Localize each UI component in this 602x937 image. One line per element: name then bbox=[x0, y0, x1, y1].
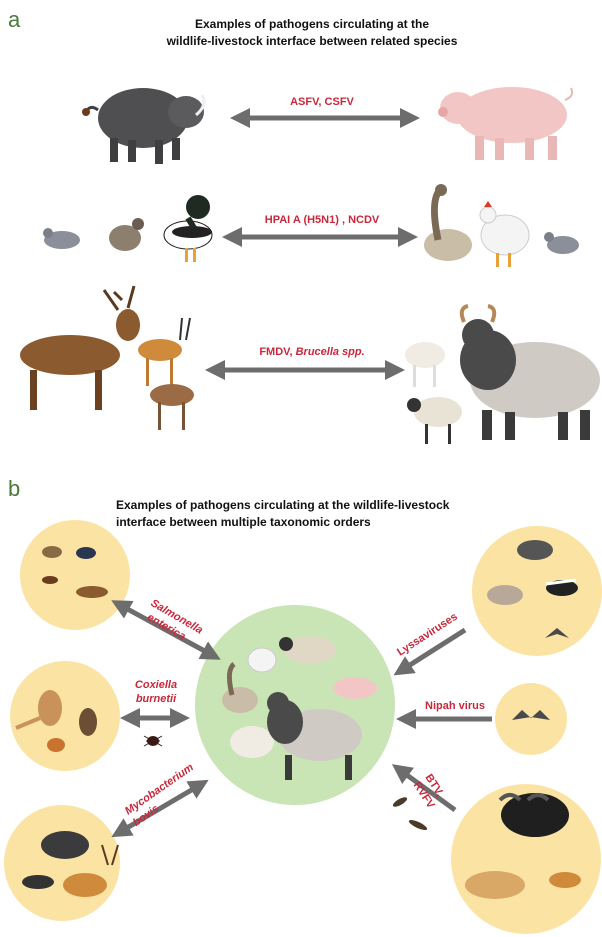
suids-cervids-circle bbox=[4, 805, 120, 921]
coxiella-line2: burnetii bbox=[136, 693, 177, 705]
row3-pathogen-plain: FMDV, bbox=[259, 346, 295, 358]
mycobacterium-label: Mycobacterium bovis bbox=[123, 761, 204, 829]
rodents-birds-circle bbox=[20, 520, 130, 630]
panel-a-title-line1: Examples of pathogens circulating at the bbox=[195, 17, 429, 31]
panel-b-title-line2: interface between multiple taxonomic ord… bbox=[116, 515, 371, 529]
livestock-ungulates-illustration bbox=[405, 306, 600, 444]
wild-ungulates-illustration bbox=[20, 286, 194, 430]
coxiella-line1: Coxiella bbox=[135, 679, 177, 691]
fruit-bat-circle bbox=[495, 683, 567, 755]
panel-b-letter: b bbox=[8, 476, 20, 501]
row2-pathogen-label: HPAI A (H5N1) , NCDV bbox=[265, 214, 380, 226]
panel-a-title-line2: wildlife-livestock interface between rel… bbox=[166, 34, 458, 48]
nipah-label: Nipah virus bbox=[425, 700, 485, 712]
salmonella-label: Salmonella enterica bbox=[142, 597, 205, 649]
tick-illustration bbox=[144, 736, 162, 746]
marsupials-primates-circle bbox=[10, 661, 120, 771]
panel-a-letter: a bbox=[8, 7, 21, 32]
warthog-illustration bbox=[82, 88, 204, 164]
row3-pathogen-italic: Brucella spp. bbox=[296, 346, 365, 358]
row3-pathogen-label: FMDV, Brucella spp. bbox=[259, 346, 364, 358]
domestic-birds-illustration bbox=[424, 184, 579, 267]
pig-illustration bbox=[438, 87, 572, 160]
wild-birds-illustration bbox=[43, 195, 212, 262]
row1-pathogen-label: ASFV, CSFV bbox=[290, 96, 354, 108]
panel-b-title-line1: Examples of pathogens circulating at the… bbox=[116, 498, 450, 512]
